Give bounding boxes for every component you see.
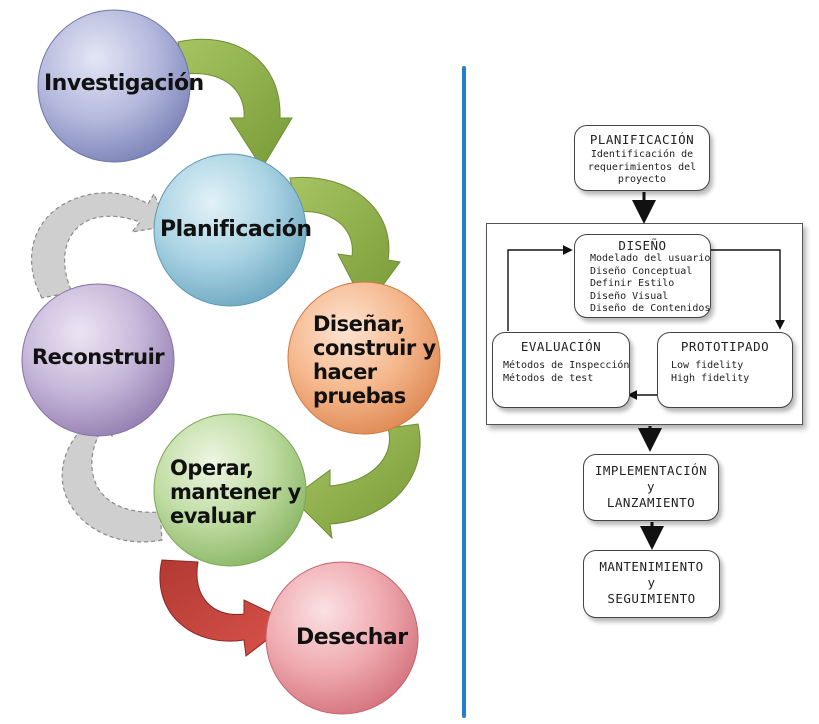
- red-arrow-operar-to-desechar: [159, 559, 291, 657]
- label-line: Investigación: [44, 71, 204, 96]
- green-arrow-disenar-to-operar: [291, 423, 421, 540]
- label-reconstruir: Reconstruir: [32, 345, 165, 369]
- circle-desechar: [265, 561, 419, 715]
- gray-arrow-operar-to-reconstruir: [61, 401, 163, 543]
- box-title: EVALUACIÓN: [520, 339, 602, 354]
- list-item: High fidelity: [671, 372, 750, 384]
- life-cycle-diagram: [21, 9, 441, 715]
- label-line: construir y: [313, 336, 436, 360]
- label-line: Desechar: [296, 625, 408, 650]
- desc-line: requerimientos del: [587, 161, 697, 173]
- green-arrow-planificacion-to-disenar: [289, 176, 401, 309]
- arrow-diseno-to-prototipado: [711, 249, 785, 330]
- label-line: Operar,: [170, 456, 254, 480]
- list-item: Low fidelity: [671, 360, 744, 371]
- list-item: Diseño Visual: [590, 290, 669, 302]
- circle-disenar: [287, 281, 441, 435]
- label-disenar: Diseñar, construir y hacer pruebas: [313, 312, 436, 408]
- list-item: Definir Estilo: [590, 278, 675, 289]
- circle-operar: [153, 413, 307, 567]
- box-items: Métodos de Inspección Métodos de test: [503, 360, 629, 385]
- title-line: y: [646, 479, 656, 494]
- desc-line: proyecto: [617, 174, 667, 185]
- box-title: MANTENIMIENTO y SEGUIMIENTO: [584, 559, 719, 607]
- box-items: Low fidelity High fidelity: [671, 360, 792, 385]
- box-evaluacion: EVALUACIÓN Métodos de Inspección Métodos…: [492, 332, 630, 408]
- title-line: IMPLEMENTACIÓN: [594, 463, 708, 478]
- box-title: DISEÑO: [618, 238, 667, 253]
- title-line: y: [647, 575, 656, 590]
- box-diseno: DISEÑO Modelado del usuario Diseño Conce…: [574, 234, 711, 318]
- box-items: Modelado del usuario Diseño Conceptual D…: [590, 253, 710, 316]
- label-line: mantener y: [170, 480, 301, 504]
- box-title: PLANIFICACIÓN: [589, 132, 695, 147]
- list-item: Modelado del usuario: [590, 253, 711, 264]
- list-item: Métodos de Inspección: [503, 360, 630, 371]
- box-prototipado: PROTOTIPADO Low fidelity High fidelity: [657, 332, 793, 408]
- box-implementacion: IMPLEMENTACIÓN y LANZAMIENTO: [583, 454, 719, 521]
- box-planificacion: PLANIFICACIÓN Identificación de requerim…: [574, 125, 710, 191]
- label-operar: Operar, mantener y evaluar: [170, 456, 301, 528]
- green-arrow-investigacion-to-planificacion: [177, 38, 293, 169]
- label-line: evaluar: [170, 504, 256, 528]
- label-line: Planificación: [160, 217, 312, 242]
- box-description: Identificación de requerimientos del pro…: [575, 149, 709, 187]
- box-title: IMPLEMENTACIÓN y LANZAMIENTO: [584, 463, 718, 511]
- label-investigacion: Investigación: [44, 72, 204, 95]
- list-item: Métodos de test: [503, 372, 594, 384]
- circle-planificacion: [153, 153, 307, 307]
- title-line: LANZAMIENTO: [606, 495, 696, 510]
- circle-reconstruir: [21, 283, 175, 437]
- list-item: Diseño de Contenidos: [590, 303, 711, 314]
- gray-arrow-reconstruir-to-planificacion: [30, 192, 169, 299]
- list-item: Diseño Conceptual: [590, 265, 693, 277]
- title-line: SEGUIMIENTO: [607, 591, 696, 606]
- arrow-evaluacion-to-diseno: [507, 245, 573, 331]
- label-line: pruebas: [313, 384, 406, 408]
- label-line: Diseñar,: [313, 312, 405, 336]
- label-planificacion: Planificación: [160, 218, 312, 241]
- box-mantenimiento: MANTENIMIENTO y SEGUIMIENTO: [583, 550, 720, 618]
- label-desechar: Desechar: [296, 626, 408, 649]
- label-line: Reconstruir: [32, 345, 165, 369]
- label-line: hacer: [313, 360, 377, 384]
- title-line: MANTENIMIENTO: [599, 559, 704, 574]
- divider-line: [462, 66, 466, 718]
- desc-line: Identificación de: [590, 149, 694, 160]
- box-title: PROTOTIPADO: [680, 339, 770, 354]
- circle-investigacion: [37, 9, 191, 163]
